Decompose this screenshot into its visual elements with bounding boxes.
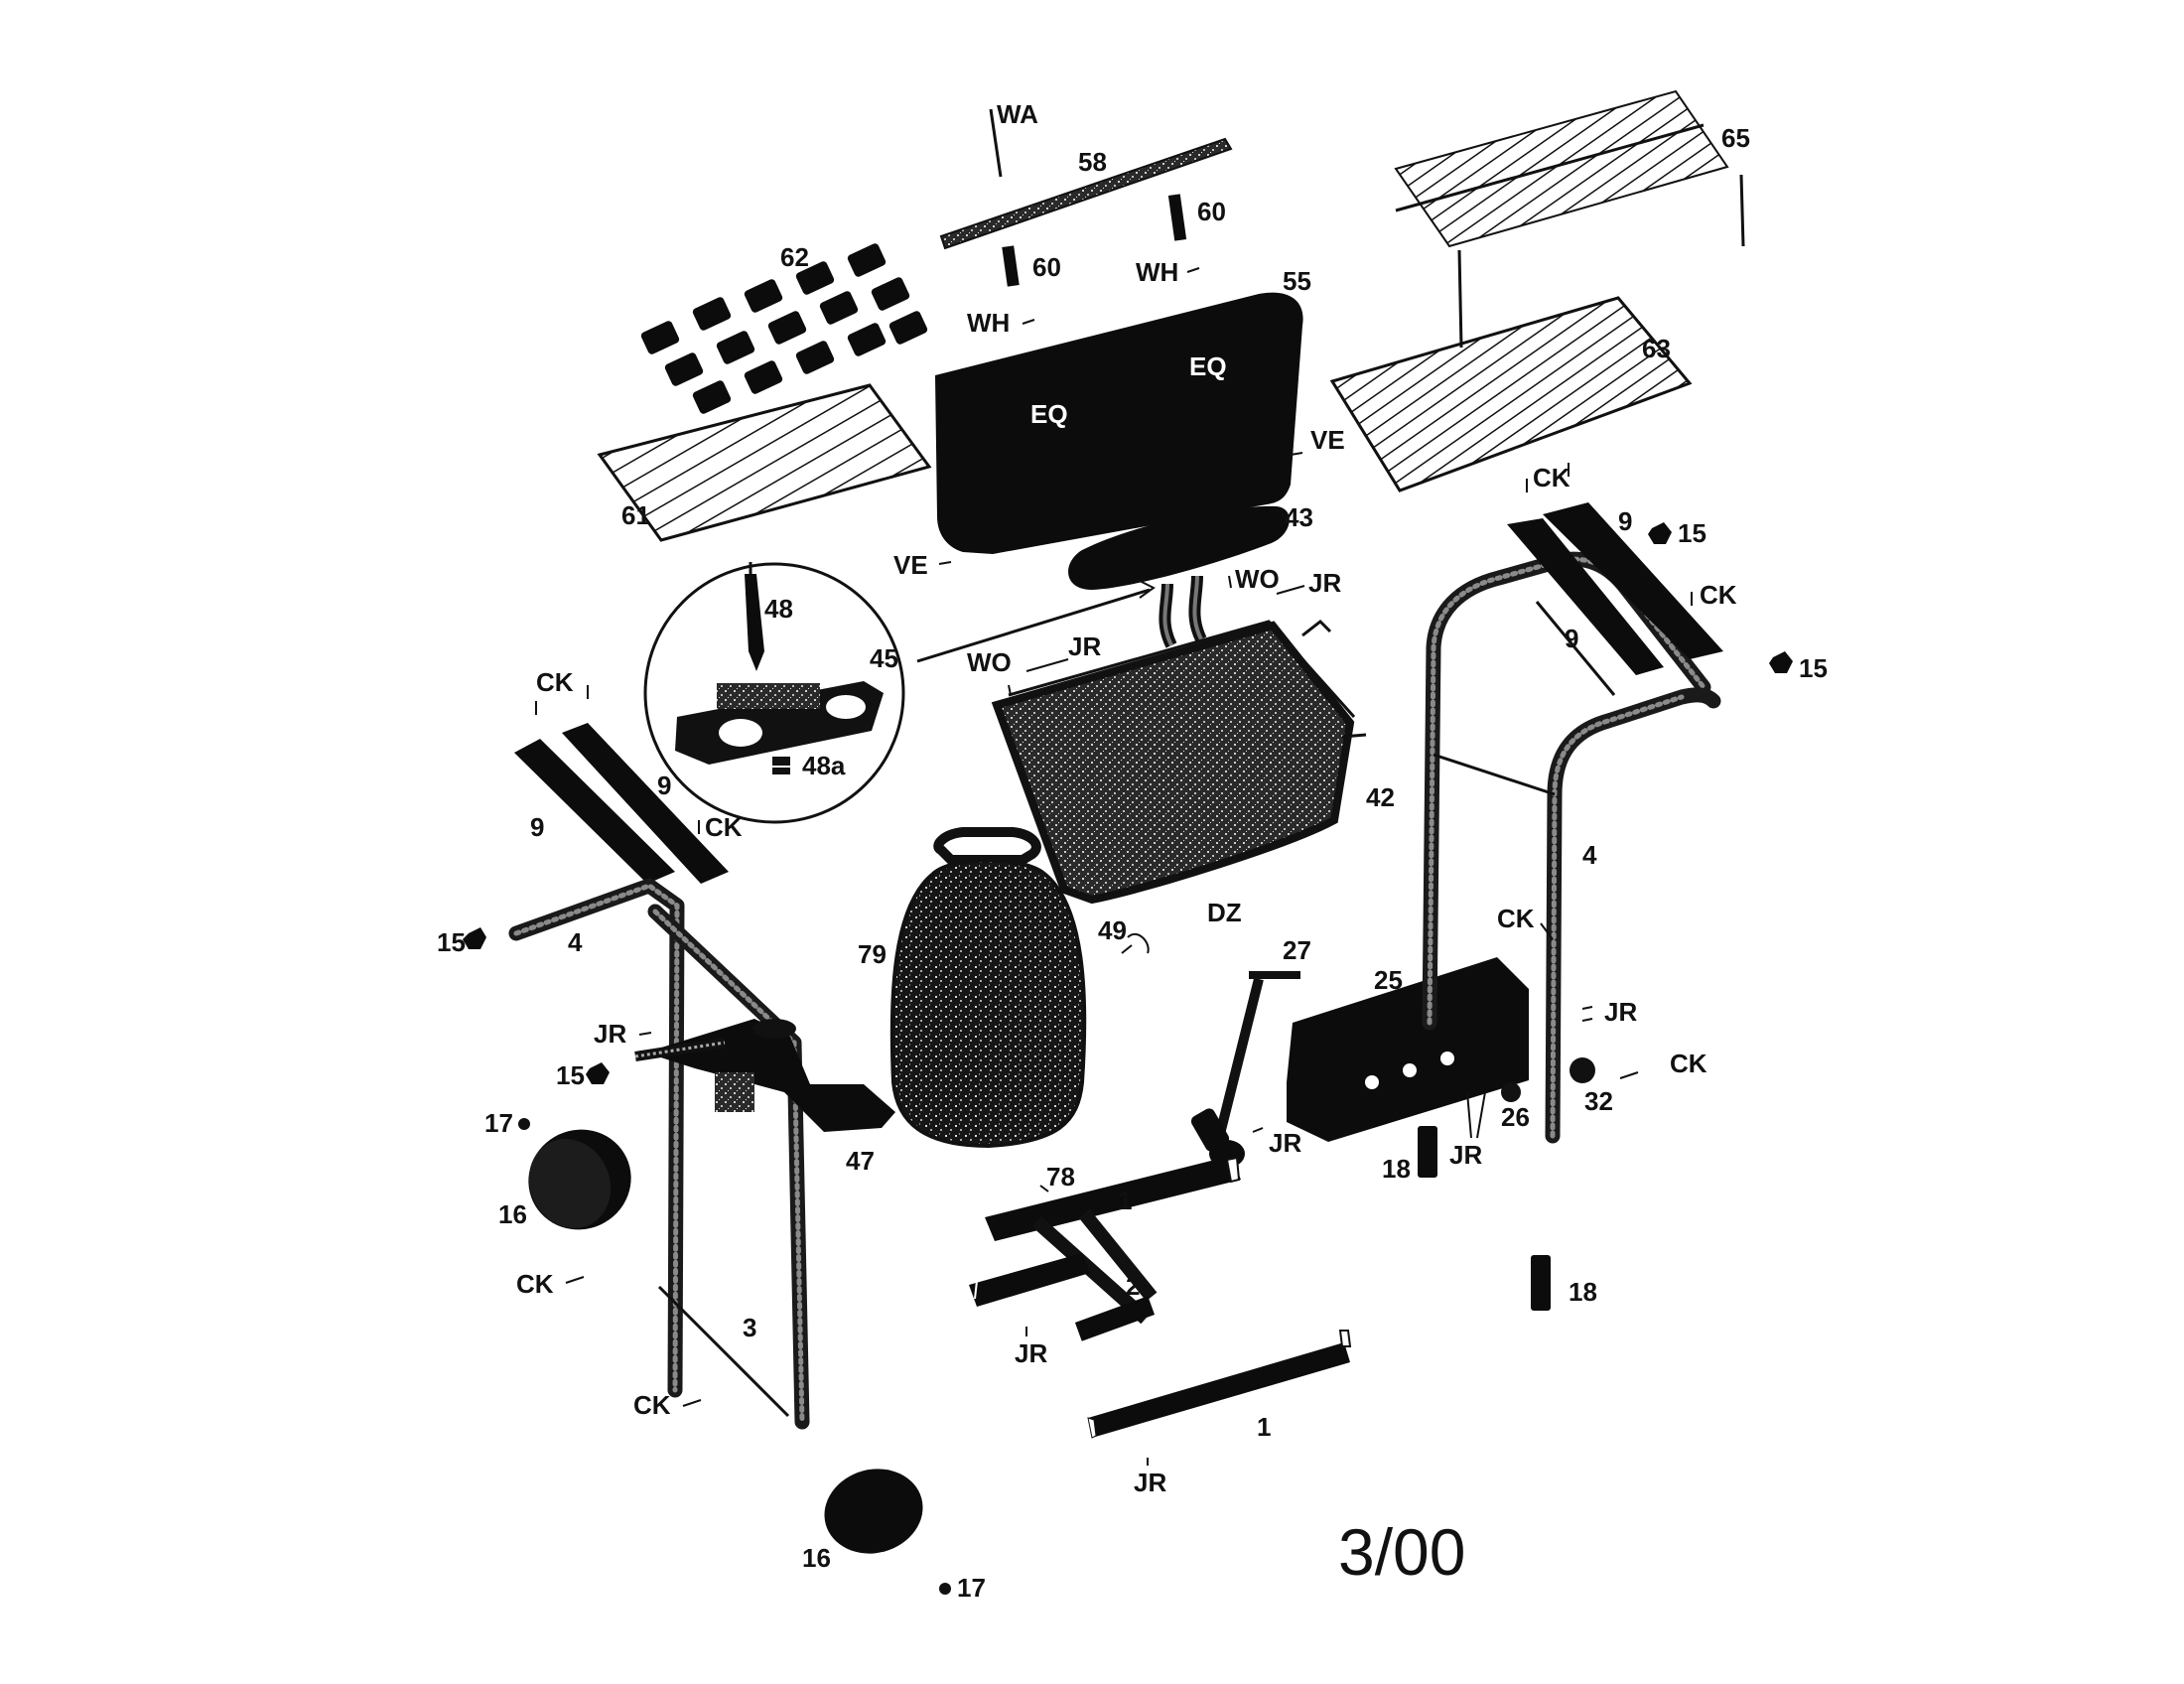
label-part-2: 2: [1126, 1271, 1140, 1301]
label-part-15-b: 15: [556, 1060, 585, 1090]
label-part-18-a: 18: [1382, 1154, 1411, 1184]
label-code-ck-4: CK: [516, 1269, 554, 1299]
diagram-date: 3/00: [1338, 1515, 1465, 1589]
label-part-27: 27: [1283, 935, 1311, 965]
label-part-26: 26: [1501, 1102, 1530, 1132]
label-part-4-b: 4: [1582, 840, 1597, 870]
label-part-48a: 48a: [802, 751, 846, 780]
label-code-ck-5: CK: [633, 1390, 671, 1420]
part-61-grill-rack: [597, 383, 932, 542]
label-part-16-a: 16: [498, 1199, 527, 1229]
part-4-left-leg-frame: [508, 878, 810, 1430]
label-part-47: 47: [846, 1146, 875, 1176]
label-code-jr-8: JR: [1134, 1468, 1166, 1497]
label-part-45: 45: [870, 643, 898, 673]
label-code-jr-1: JR: [1308, 568, 1341, 598]
label-part-17-a: 17: [484, 1108, 513, 1138]
label-part-17-b: 17: [957, 1573, 986, 1603]
part-18-leg-cap-a: [1418, 1126, 1437, 1178]
label-code-jr-7: JR: [1015, 1338, 1047, 1368]
part-32-grommet: [1570, 1057, 1595, 1083]
part-25-control-panel: [1287, 957, 1529, 1142]
label-code-eq-1: EQ: [1030, 399, 1068, 429]
label-part-61: 61: [621, 500, 650, 530]
label-part-60-b: 60: [1197, 197, 1226, 226]
label-part-1-a: 1: [1118, 1186, 1132, 1215]
label-part-15-c: 15: [1678, 518, 1706, 548]
label-code-eq-2: EQ: [1189, 351, 1227, 381]
part-47-valve-bracket: [634, 1019, 895, 1132]
label-code-ck-1: CK: [1533, 463, 1570, 492]
label-code-jr-3: JR: [594, 1019, 626, 1049]
label-part-3: 3: [743, 1313, 756, 1342]
label-code-wh-2: WH: [1136, 257, 1178, 287]
label-code-jr-5: JR: [1449, 1140, 1482, 1170]
label-part-42: 42: [1366, 782, 1395, 812]
part-42-firebox: [991, 620, 1367, 905]
label-code-wo-2: WO: [967, 647, 1012, 677]
part-60-brackets: [1002, 194, 1187, 287]
part-48a-nut: [766, 757, 796, 774]
part-55-lid: [935, 292, 1303, 554]
label-code-ck-8: CK: [1700, 580, 1737, 610]
label-code-wh-1: WH: [967, 308, 1010, 338]
label-code-wo-1: WO: [1235, 564, 1280, 594]
label-part-1-b: 1: [1257, 1412, 1271, 1442]
label-part-15-d: 15: [1799, 653, 1828, 683]
part-58-bar: [939, 108, 1233, 250]
label-code-jr-4: JR: [1269, 1128, 1301, 1158]
label-part-15-a: 15: [437, 927, 466, 957]
part-17-axle-cap-a: [518, 1118, 530, 1130]
part-1-2-bottom-rails: [969, 1156, 1241, 1341]
part-45-collector-box: [675, 681, 884, 765]
label-code-ve-2: VE: [893, 550, 928, 580]
label-part-16-b: 16: [802, 1543, 831, 1573]
label-part-9-d: 9: [1565, 624, 1578, 653]
part-1-bottom-rail-b: [1087, 1330, 1352, 1439]
part-16-wheel-a: [528, 1129, 631, 1230]
part-17-axle-cap-b: [939, 1583, 951, 1595]
part-48-electrode: [745, 562, 764, 671]
label-part-32: 32: [1584, 1086, 1613, 1116]
label-part-43: 43: [1285, 502, 1313, 532]
part-18-leg-cap-b: [1531, 1255, 1551, 1311]
part-62-briquettes: [640, 243, 928, 414]
label-part-49: 49: [1098, 915, 1127, 945]
label-code-ck-6: CK: [1497, 904, 1535, 933]
part-26-knob: [1501, 1082, 1521, 1102]
label-code-ck-7: CK: [1670, 1049, 1707, 1078]
label-part-25: 25: [1374, 965, 1403, 995]
label-code-ck-2: CK: [536, 667, 574, 697]
label-part-9-c: 9: [1618, 506, 1632, 536]
part-9-right-shelves: [1507, 502, 1723, 675]
part-49-clip: [1121, 932, 1150, 954]
label-part-60-a: 60: [1032, 252, 1061, 282]
label-code-jr-2: JR: [1068, 632, 1101, 661]
label-code-ve-1: VE: [1310, 425, 1345, 455]
label-code-wa: WA: [997, 99, 1038, 129]
label-part-18-b: 18: [1569, 1277, 1597, 1307]
part-16-wheel-b: [824, 1469, 923, 1554]
part-43-burner: [1068, 505, 1290, 648]
part-79-lp-tank: [889, 827, 1087, 1149]
label-part-78: 78: [1046, 1162, 1075, 1192]
label-part-55: 55: [1283, 266, 1311, 296]
label-part-9-a: 9: [530, 812, 544, 842]
label-part-62: 62: [780, 242, 809, 272]
label-part-48: 48: [764, 594, 793, 624]
part-9-left-shelves: [514, 723, 729, 884]
part-65-warming-rack: [1394, 89, 1745, 248]
label-code-dz: DZ: [1207, 898, 1242, 927]
label-code-ck-3: CK: [705, 812, 743, 842]
label-part-79: 79: [858, 939, 887, 969]
label-part-58: 58: [1078, 147, 1107, 177]
part-63-cooking-grid: [1329, 249, 1693, 492]
label-part-65: 65: [1721, 123, 1750, 153]
label-part-63: 63: [1642, 334, 1671, 363]
label-part-4-a: 4: [568, 927, 583, 957]
label-code-jr-6: JR: [1604, 997, 1637, 1027]
label-part-9-b: 9: [657, 771, 671, 800]
